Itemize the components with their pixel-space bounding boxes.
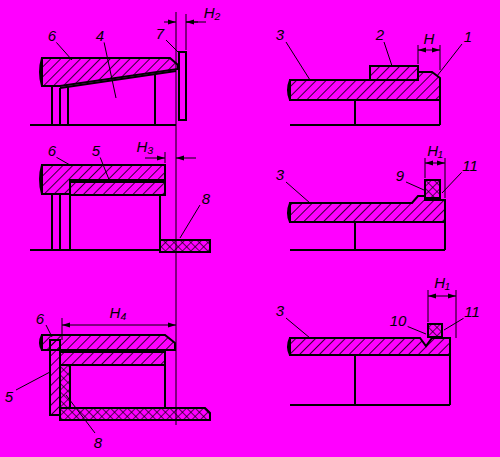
callout-number: 3 bbox=[275, 303, 285, 318]
callout-number: 5 bbox=[4, 389, 14, 404]
callout-number: 10 bbox=[389, 313, 408, 328]
callout-number: 2 bbox=[375, 27, 385, 42]
callout-number: 6 bbox=[47, 28, 57, 43]
dimension-label: H bbox=[423, 31, 436, 46]
dimension-label: H₃ bbox=[136, 139, 155, 154]
dimension-label: H₁ bbox=[433, 275, 451, 290]
dimension-label: H₄ bbox=[109, 305, 128, 320]
callout-number: 5 bbox=[91, 143, 101, 158]
callout-number: 11 bbox=[463, 304, 481, 319]
callout-number: 3 bbox=[275, 167, 285, 182]
callout-number: 4 bbox=[95, 28, 105, 43]
callout-number: 1 bbox=[463, 29, 473, 44]
callout-number: 8 bbox=[93, 435, 103, 450]
callout-number: 11 bbox=[461, 158, 479, 173]
callout-number: 6 bbox=[47, 143, 57, 158]
dimension-label: H₁ bbox=[426, 143, 444, 158]
dimension-label: H₂ bbox=[203, 5, 222, 20]
callout-number: 8 bbox=[201, 191, 211, 206]
callout-number: 6 bbox=[35, 311, 45, 326]
callout-number: 3 bbox=[275, 27, 285, 42]
callout-number: 9 bbox=[395, 168, 405, 183]
callout-number: 7 bbox=[155, 26, 165, 41]
